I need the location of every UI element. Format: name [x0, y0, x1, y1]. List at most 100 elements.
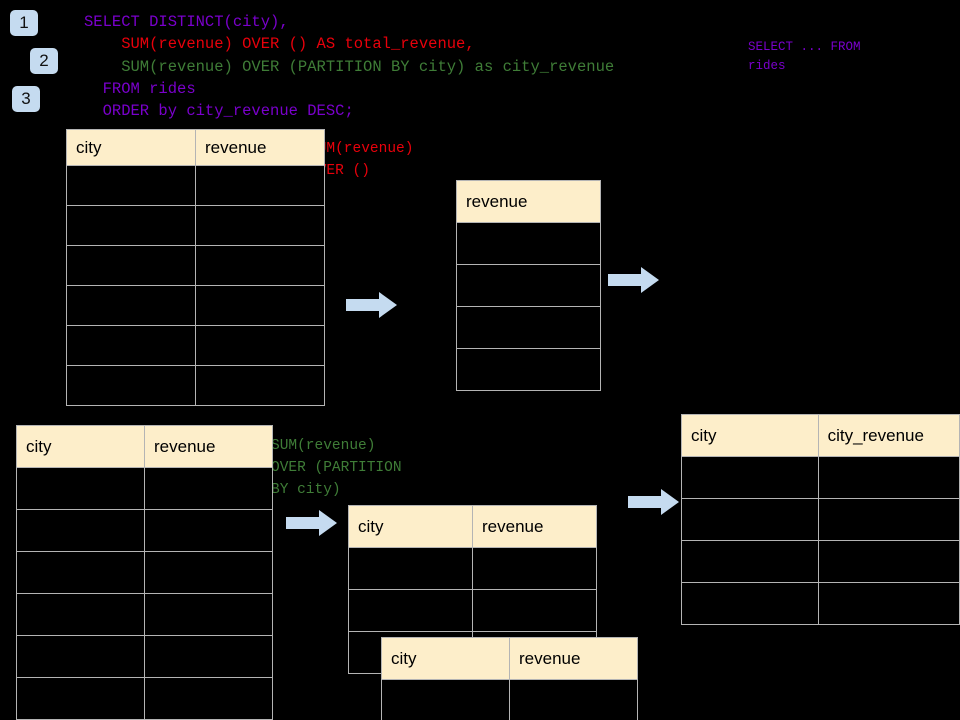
annotation-partition-by-city: SUM(revenue) OVER (PARTITION BY city) [271, 438, 402, 498]
sql-line-order-by: ORDER by city_revenue DESC; [84, 102, 354, 121]
table-row [381, 679, 638, 720]
cell [144, 635, 273, 678]
cell [817, 456, 960, 499]
table-row [348, 589, 597, 632]
cell [681, 582, 819, 625]
sql-line-select: SELECT DISTINCT(city), [84, 13, 289, 31]
table-row [16, 509, 273, 552]
arrow-right-icon [346, 292, 397, 318]
table-result: city city_revenue [681, 414, 960, 625]
cell [66, 165, 196, 206]
table-header-row: revenue [456, 180, 601, 223]
step-badge-2: 2 [30, 48, 58, 74]
table-row [681, 498, 960, 541]
step-badge-3: 3 [12, 86, 40, 112]
arrow-right-icon [286, 510, 337, 536]
column-header-city: city [66, 129, 196, 166]
cell [681, 540, 819, 583]
column-header-city-revenue: city_revenue [817, 414, 960, 457]
table-row [681, 456, 960, 499]
table-rides-top: city revenue [66, 129, 325, 406]
table-row [456, 348, 601, 391]
cell [195, 165, 325, 206]
table-partition-group-a: city revenue [348, 505, 597, 674]
table-row [66, 165, 325, 206]
table-row [681, 540, 960, 583]
cell [509, 679, 638, 720]
cell [195, 205, 325, 246]
cell [66, 285, 196, 326]
table-row [456, 222, 601, 265]
table-row [681, 582, 960, 625]
cell [144, 677, 273, 720]
table-row [66, 365, 325, 406]
cell [195, 285, 325, 326]
cell [681, 498, 819, 541]
cell [16, 635, 145, 678]
cell [817, 498, 960, 541]
table-header-row: city revenue [381, 637, 638, 680]
sql-line-total-revenue: SUM(revenue) OVER () AS total_revenue, [84, 35, 475, 54]
cell [195, 365, 325, 406]
arrow-right-icon [608, 267, 659, 293]
column-header-city: city [381, 637, 510, 680]
table-rides-bottom: city revenue [16, 425, 273, 720]
cell [16, 467, 145, 510]
cell [16, 593, 145, 636]
table-header-row: city city_revenue [681, 414, 960, 457]
table-row [66, 205, 325, 246]
table-row [16, 467, 273, 510]
column-header-revenue: revenue [509, 637, 638, 680]
cell [144, 509, 273, 552]
cell [144, 467, 273, 510]
table-row [66, 285, 325, 326]
table-row [66, 245, 325, 286]
column-header-revenue: revenue [472, 505, 597, 548]
table-partition-group-b: city revenue [381, 637, 638, 720]
column-header-revenue: revenue [195, 129, 325, 166]
cell [681, 456, 819, 499]
cell [456, 348, 601, 391]
cell [348, 547, 473, 590]
sql-line-from: FROM rides [84, 79, 196, 98]
table-row [66, 325, 325, 366]
cell [144, 551, 273, 594]
column-header-city: city [16, 425, 145, 468]
cell [16, 551, 145, 594]
cell [348, 589, 473, 632]
cell [472, 547, 597, 590]
sql-side-note: SELECT ... FROM rides [748, 40, 861, 73]
cell [16, 509, 145, 552]
step-badge-1: 1 [10, 10, 38, 36]
cell [381, 679, 510, 720]
cell [66, 245, 196, 286]
cell [144, 593, 273, 636]
table-row [16, 635, 273, 678]
cell [66, 325, 196, 366]
sql-query-block: SELECT DISTINCT(city), SUM(revenue) OVER… [84, 11, 614, 122]
cell [817, 540, 960, 583]
cell [456, 222, 601, 265]
column-header-revenue: revenue [144, 425, 273, 468]
table-header-row: city revenue [66, 129, 325, 166]
cell [195, 325, 325, 366]
cell [66, 365, 196, 406]
column-header-city: city [681, 414, 819, 457]
cell [195, 245, 325, 286]
table-row [456, 264, 601, 307]
table-header-row: city revenue [16, 425, 273, 468]
cell [66, 205, 196, 246]
cell [456, 306, 601, 349]
cell [817, 582, 960, 625]
table-row [16, 593, 273, 636]
arrow-right-icon [628, 489, 679, 515]
column-header-revenue: revenue [456, 180, 601, 223]
sql-line-city-revenue: SUM(revenue) OVER (PARTITION BY city) as… [84, 57, 615, 76]
table-total-revenue: revenue [456, 180, 601, 391]
table-row [456, 306, 601, 349]
table-row [16, 551, 273, 594]
table-header-row: city revenue [348, 505, 597, 548]
cell [16, 677, 145, 720]
table-row [348, 547, 597, 590]
cell [456, 264, 601, 307]
